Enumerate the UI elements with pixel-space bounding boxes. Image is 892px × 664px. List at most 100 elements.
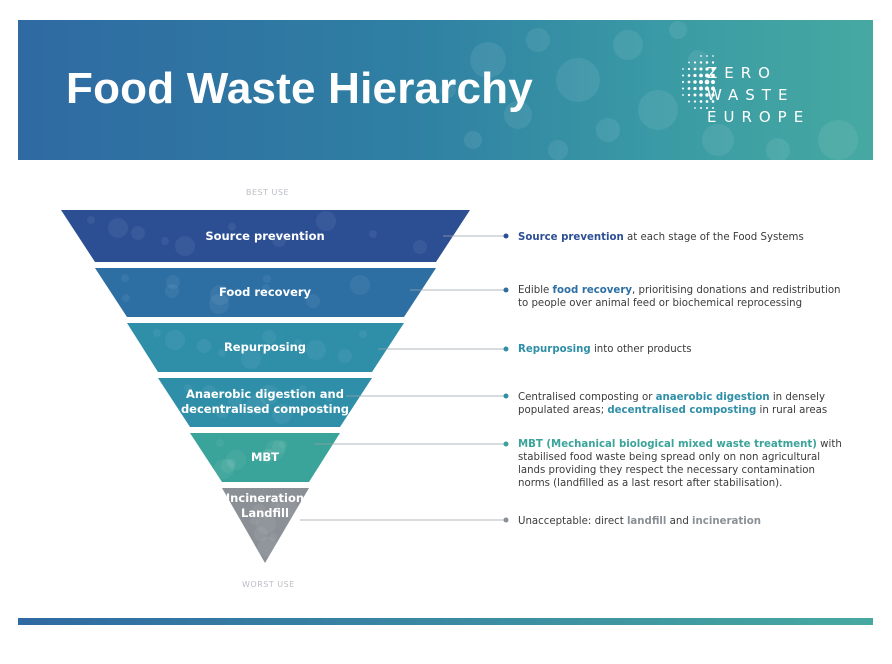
texture-dot	[218, 349, 226, 357]
highlight-term: anaerobic digestion	[655, 392, 770, 403]
banner-bubble-pattern	[440, 21, 858, 160]
logo-dot	[688, 61, 690, 64]
logo-dot	[705, 106, 709, 110]
level-description-mbt: MBT (Mechanical biological mixed waste t…	[518, 438, 848, 490]
texture-dot	[279, 440, 287, 448]
pyramid-level-incineration-landfill	[222, 488, 309, 563]
texture-dot	[221, 459, 235, 473]
logo-dot	[682, 68, 684, 70]
desc-text: , prioritising donations and redistribut…	[518, 285, 841, 309]
texture-dot	[267, 449, 275, 457]
texture-dot	[256, 514, 276, 534]
highlight-term: food recovery	[552, 285, 633, 296]
texture-dot	[108, 218, 128, 238]
texture-dot	[252, 504, 266, 518]
logo-dot	[693, 80, 697, 84]
logo-dot	[687, 87, 691, 90]
texture-dot	[226, 450, 246, 470]
logo-dot	[700, 55, 702, 57]
desc-text: Edible	[518, 285, 553, 296]
logo-dot	[693, 100, 697, 103]
texture-dot	[413, 240, 427, 254]
logo-dot-globe-icon	[681, 55, 716, 110]
texture-dot	[122, 294, 130, 302]
texture-dot	[228, 223, 236, 231]
texture-dot	[216, 439, 224, 447]
texture-dot	[299, 385, 307, 393]
logo-dot	[681, 80, 685, 84]
logo-dot	[693, 67, 697, 71]
level-label-repurposing: Repurposing	[223, 340, 307, 354]
zero-waste-europe-logo: ZERO WASTE EUROPE	[677, 50, 847, 140]
texture-dot	[248, 494, 256, 502]
connector-dot-repurposing	[503, 346, 509, 352]
highlight-term: MBT (Mechanical biological mixed waste t…	[518, 439, 817, 450]
best-use-label: BEST USE	[246, 188, 290, 197]
texture-dot	[306, 294, 320, 308]
texture-dot	[369, 230, 377, 238]
connector-dot-anaerobic-digestion	[503, 393, 509, 399]
level-label-food-recovery: Food recovery	[218, 285, 312, 299]
logo-dot	[682, 94, 684, 96]
texture-dot	[184, 384, 192, 392]
highlight-term: Repurposing	[518, 344, 591, 355]
logo-dot	[700, 107, 702, 109]
texture-dot	[214, 459, 234, 479]
logo-dot	[711, 93, 715, 97]
logo-dot	[693, 73, 697, 78]
logo-dot	[687, 93, 691, 97]
texture-dot	[316, 211, 336, 231]
page-title: Food Waste Hierarchy	[66, 64, 533, 113]
texture-dot	[262, 284, 270, 292]
desc-text: with stabilised food waste being spread …	[518, 439, 842, 489]
texture-dot	[262, 330, 276, 344]
logo-dot	[712, 55, 714, 57]
footer-bar	[18, 618, 873, 625]
logo-dot	[681, 74, 685, 77]
level-description-anaerobic-digestion: Centralised composting or anaerobic dige…	[518, 391, 848, 417]
texture-dot	[265, 440, 285, 460]
texture-dot	[161, 237, 169, 245]
logo-dot	[712, 107, 714, 109]
pyramid-level-repurposing	[127, 323, 404, 372]
logo-dot	[699, 93, 703, 97]
logo-dot	[711, 61, 715, 64]
texture-dot	[269, 533, 277, 541]
logo-dot	[687, 80, 691, 84]
desc-text: at each stage of the Food Systems	[623, 232, 804, 243]
worst-use-label: WORST USE	[242, 580, 295, 589]
logo-dot	[699, 61, 703, 64]
logo-dot	[705, 61, 709, 64]
header-banner: Food Waste Hierarchy ZERO WASTE EUROPE	[18, 20, 873, 160]
texture-dot	[215, 404, 229, 418]
texture-dot	[175, 236, 195, 256]
level-description-repurposing: Repurposing into other products	[518, 343, 848, 356]
texture-dot	[121, 274, 129, 282]
level-description-incineration-landfill: Unacceptable: direct landfill and incine…	[518, 515, 848, 528]
texture-dot	[241, 349, 261, 369]
highlight-term: landfill	[626, 516, 667, 527]
logo-dot	[705, 73, 709, 78]
texture-dot	[250, 517, 258, 525]
texture-dot	[273, 543, 287, 557]
texture-dot	[228, 394, 242, 408]
texture-dot	[260, 449, 274, 463]
texture-dot	[312, 404, 320, 412]
texture-dot	[246, 395, 266, 415]
logo-dot	[711, 86, 715, 91]
texture-dot	[359, 330, 367, 338]
logo-dot	[687, 74, 691, 77]
logo-dot	[710, 79, 716, 85]
logo-dot	[704, 86, 710, 91]
desc-text: Centralised composting or	[518, 392, 656, 403]
texture-dot	[202, 385, 216, 399]
pyramid-level-mbt	[190, 433, 340, 482]
logo-dot	[699, 73, 703, 78]
texture-dot	[210, 285, 230, 305]
logo-dot	[681, 87, 685, 90]
logo-dot	[699, 67, 703, 71]
logo-dot	[711, 73, 715, 78]
logo-dot	[705, 100, 709, 103]
highlight-term: Source prevention	[518, 232, 624, 243]
